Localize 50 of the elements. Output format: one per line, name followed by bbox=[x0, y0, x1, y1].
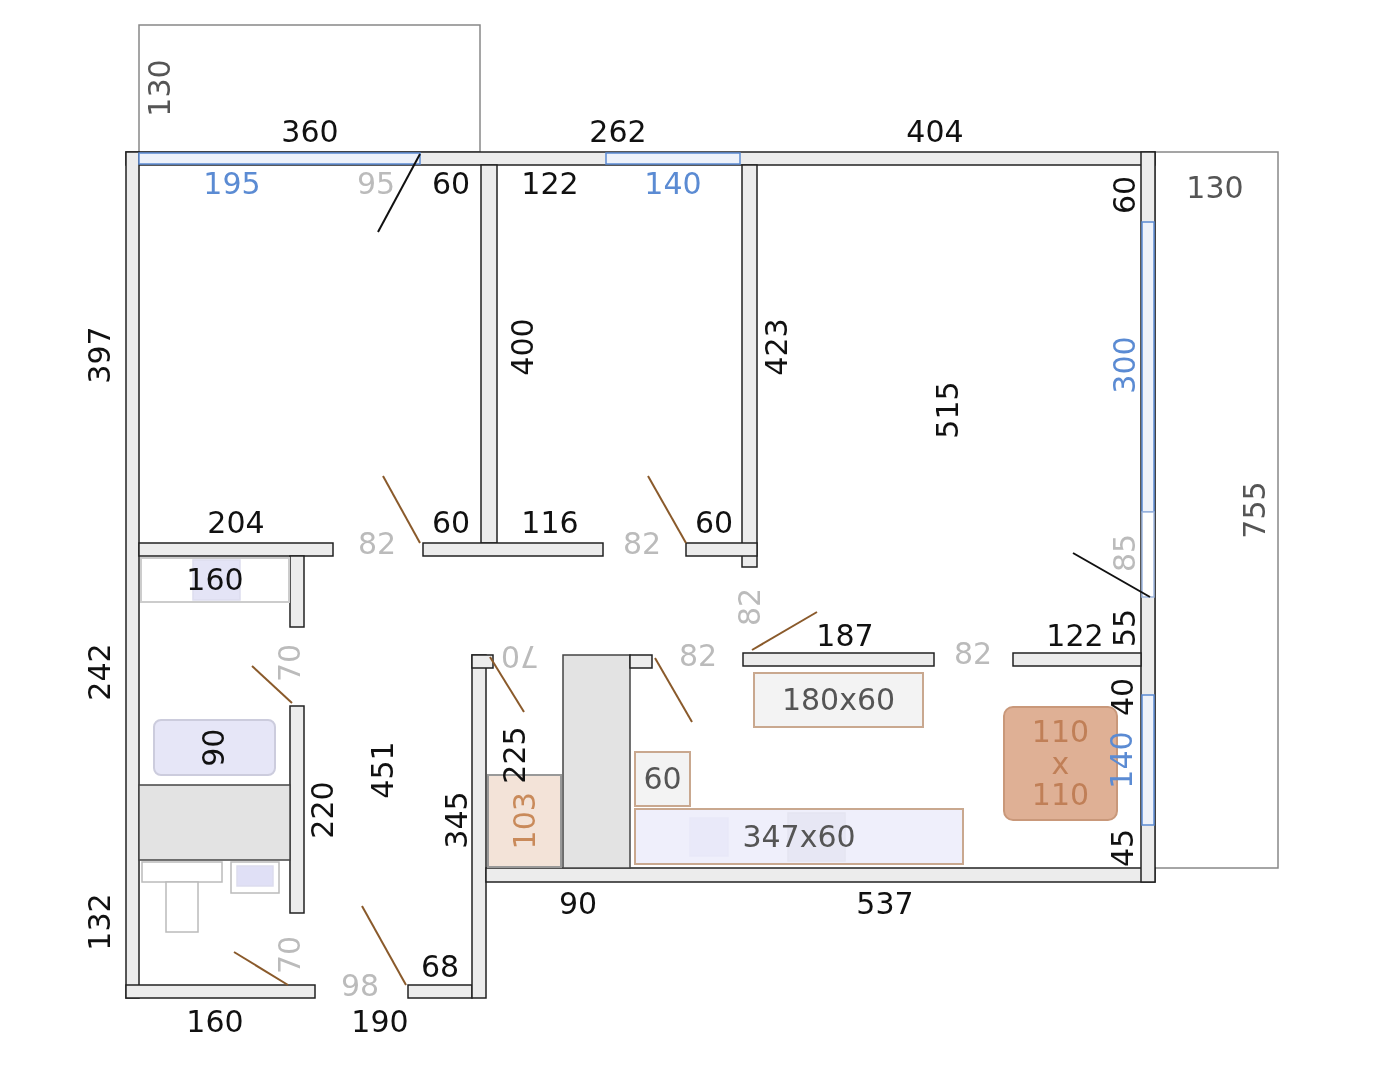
shelf-outline: 160 bbox=[140, 557, 290, 603]
dimension-label: 82 bbox=[678, 641, 718, 671]
dimension-label: 130 bbox=[145, 59, 175, 117]
dimension-label: 60 bbox=[1110, 175, 1140, 215]
dimension-label: 140 bbox=[644, 169, 702, 199]
dimension-label: 451 bbox=[368, 741, 398, 799]
dimension-label: 187 bbox=[816, 621, 874, 651]
dimension-label: 122 bbox=[1046, 621, 1104, 651]
dimension-label: 60 bbox=[431, 169, 471, 199]
dimension-label: 70 bbox=[275, 935, 305, 975]
dimension-label: 122 bbox=[521, 169, 579, 199]
dimension-label: 90 bbox=[558, 889, 598, 919]
dimension-label: 537 bbox=[856, 889, 914, 919]
dimension-label: 220 bbox=[308, 781, 338, 839]
dimension-label: 397 bbox=[85, 326, 115, 384]
dimension-label: 95 bbox=[356, 169, 396, 199]
dimension-label: 423 bbox=[762, 318, 792, 376]
dimension-label: 300 bbox=[1110, 336, 1140, 394]
dimension-label: 82 bbox=[953, 639, 993, 669]
dimension-label: 82 bbox=[622, 529, 662, 559]
dimension-label: 82 bbox=[735, 587, 765, 627]
dimension-label: 55 bbox=[1110, 608, 1140, 648]
appliance-outline: 60 bbox=[634, 751, 691, 807]
dimension-label: 755 bbox=[1240, 481, 1270, 539]
dimension-label: 70 bbox=[500, 641, 540, 671]
dimension-label: 190 bbox=[351, 1007, 409, 1037]
dimension-label: 204 bbox=[207, 508, 265, 538]
dimension-label: 515 bbox=[933, 381, 963, 439]
dimension-label: 195 bbox=[203, 169, 261, 199]
dimension-label: 404 bbox=[906, 117, 964, 147]
dimension-label: 360 bbox=[281, 117, 339, 147]
dimension-label: 400 bbox=[508, 318, 538, 376]
dimension-label: 116 bbox=[521, 508, 579, 538]
dimension-label: 130 bbox=[1186, 173, 1244, 203]
dimension-label: 60 bbox=[694, 508, 734, 538]
dimension-label: 132 bbox=[85, 893, 115, 951]
dimension-label: 70 bbox=[275, 643, 305, 683]
dimension-label: 68 bbox=[420, 952, 460, 982]
dimension-label: 60 bbox=[431, 508, 471, 538]
dimension-label: 82 bbox=[357, 529, 397, 559]
counter-outline: 347x60 bbox=[634, 808, 964, 865]
dimension-label: 98 bbox=[340, 971, 380, 1001]
bathtub-outline: 90 bbox=[153, 719, 276, 776]
dimension-label: 242 bbox=[85, 643, 115, 701]
dimension-label: 160 bbox=[186, 1007, 244, 1037]
sideboard-outline: 180x60 bbox=[753, 672, 924, 728]
dimension-label: 345 bbox=[442, 791, 472, 849]
dimension-label: 45 bbox=[1108, 828, 1138, 868]
dimension-label: 85 bbox=[1110, 533, 1140, 573]
dimension-label: 262 bbox=[589, 117, 647, 147]
